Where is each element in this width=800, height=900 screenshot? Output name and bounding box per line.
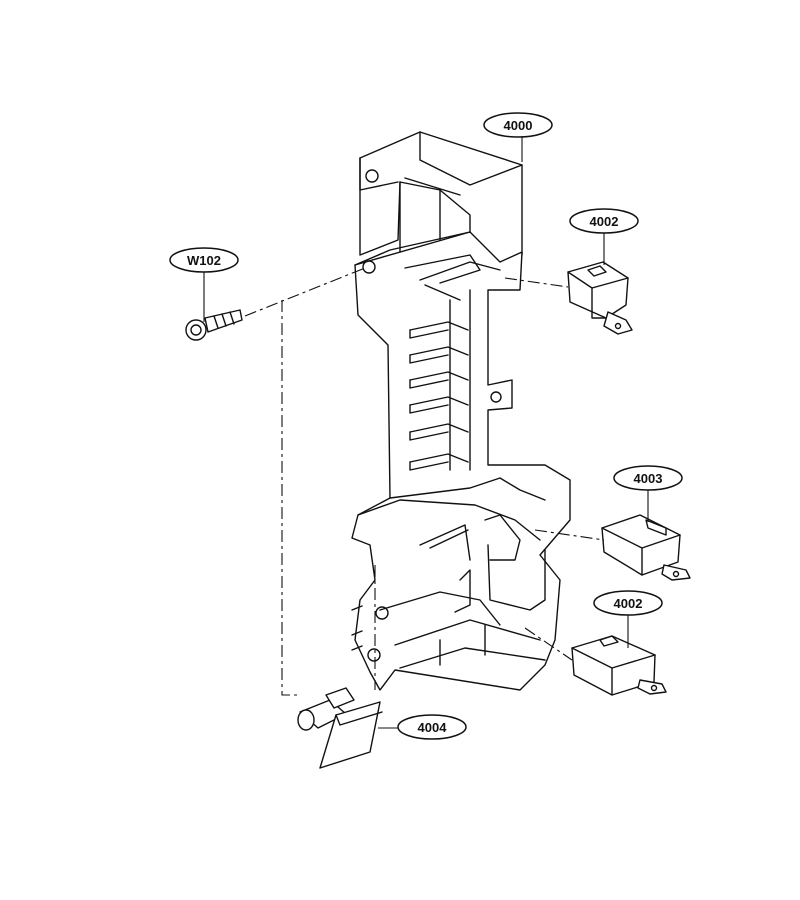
callout-4000: 4000	[483, 112, 553, 138]
assembly-lines	[244, 267, 605, 696]
switch-upper	[567, 261, 633, 335]
callout-label: 4003	[634, 471, 663, 486]
callout-label: 4000	[504, 118, 533, 133]
switch-lower	[571, 635, 667, 696]
callout-4002-upper: 4002	[569, 208, 639, 234]
lever	[297, 687, 383, 769]
callout-label: W102	[187, 253, 221, 268]
callout-4003: 4003	[613, 465, 683, 491]
callout-label: 4002	[590, 214, 619, 229]
callout-label: 4004	[418, 720, 448, 735]
callout-4002-lower: 4002	[593, 590, 663, 616]
switch-middle	[601, 514, 691, 581]
callout-label: 4002	[614, 596, 643, 611]
screw	[185, 309, 243, 341]
leader-lines	[203, 137, 649, 729]
latch-housing	[351, 131, 571, 691]
callout-4004: 4004	[397, 714, 467, 740]
callout-w102: W102	[169, 247, 239, 273]
